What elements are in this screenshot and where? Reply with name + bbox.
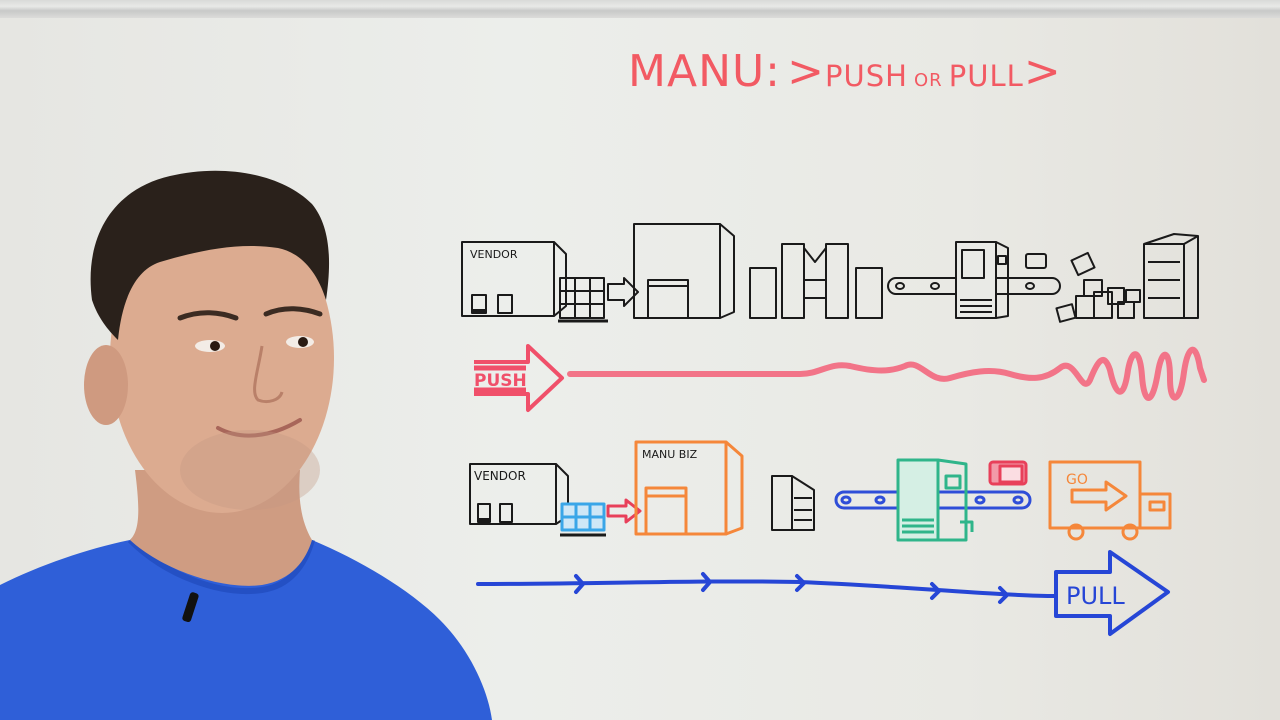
whiteboard-rail (0, 0, 1280, 18)
shelving-icon (749, 243, 883, 319)
delivery-truck-icon (1048, 460, 1172, 541)
manu-biz-label: MANU BIZ (642, 448, 698, 461)
pull-vendor-label: VENDOR (474, 469, 526, 483)
pull-arrow-label: PULL (1066, 582, 1125, 610)
manu-biz-factory-icon (634, 440, 744, 536)
push-arrow-label: PUSH (474, 371, 527, 391)
pull-vendor-building-icon (469, 463, 569, 525)
push-line (567, 346, 1207, 401)
board-title: MANU: >PUSH OR PULL> (628, 46, 1062, 97)
process-arrow-icon (607, 277, 639, 307)
presenter (0, 170, 492, 720)
title-push: PUSH (824, 59, 908, 93)
title-prefix: MANU: (628, 46, 782, 97)
push-vendor-label: VENDOR (470, 248, 518, 261)
lapel-mic-icon (182, 592, 199, 623)
face (110, 203, 334, 513)
conveyor-machine-icon (887, 241, 1061, 319)
red-box-icon (988, 460, 1028, 486)
title-pull: PULL (948, 59, 1024, 93)
ear (84, 345, 128, 425)
push-arrow-icon (474, 344, 564, 412)
shelf-icon (771, 475, 815, 531)
truck-go-label: GO (1066, 472, 1088, 488)
blue-pallet-icon (560, 502, 606, 537)
pallet-icon (558, 277, 608, 323)
pull-line (476, 572, 1058, 604)
box-pile-icon (1055, 251, 1141, 323)
title-chevron-close: > (1023, 46, 1062, 97)
title-chevron-open: > (787, 46, 825, 97)
red-arrow-icon (606, 498, 642, 524)
push-row-drawings (461, 223, 1199, 323)
pull-arrow-icon (1054, 550, 1170, 636)
hair (90, 170, 330, 340)
storage-rack-icon (1143, 233, 1199, 319)
blue-shirt (0, 540, 492, 720)
factory-icon (633, 223, 735, 319)
title-or: OR (914, 70, 943, 91)
green-machine-icon (896, 458, 974, 542)
